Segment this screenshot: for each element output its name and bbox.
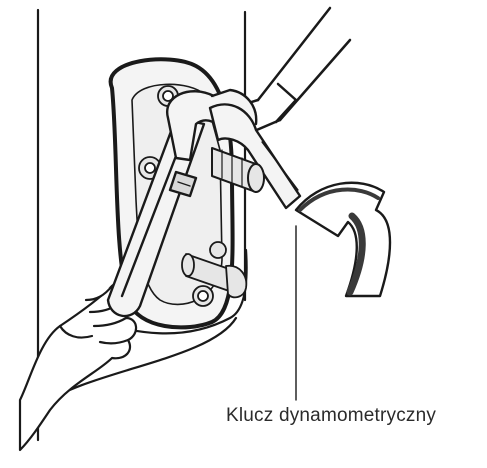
callout-label: Klucz dynamometryczny — [226, 405, 436, 427]
rotation-arrow — [296, 183, 390, 296]
